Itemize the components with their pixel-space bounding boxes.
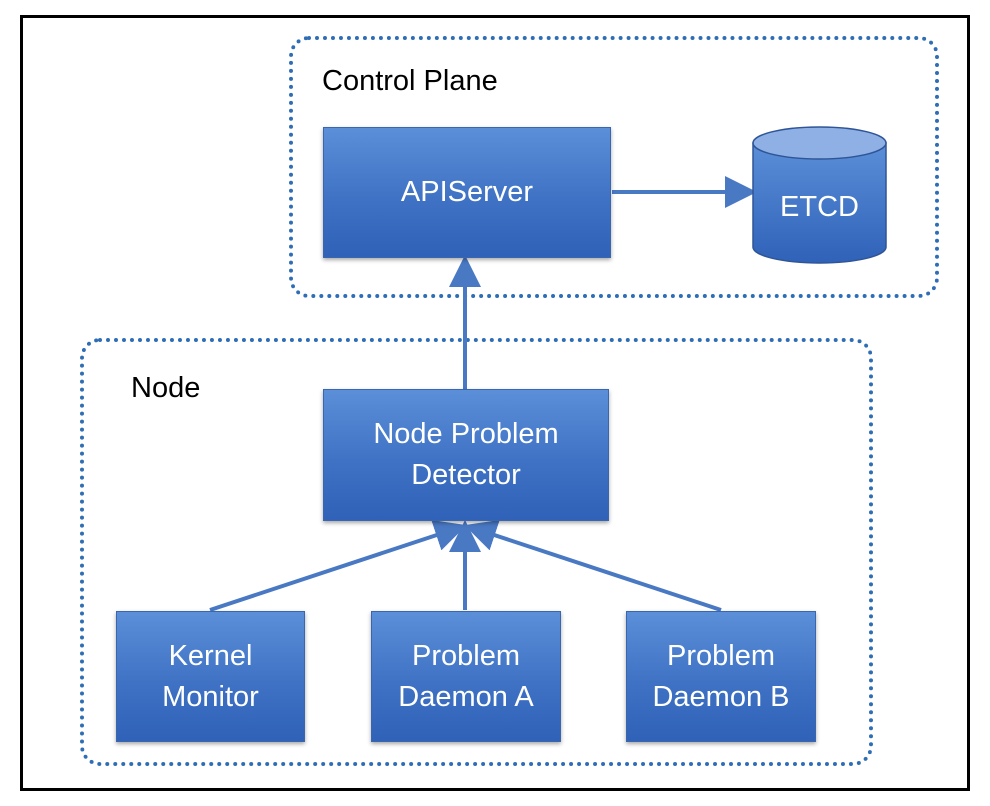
node-problem-detector-node: Node Problem Detector — [323, 389, 609, 521]
control-plane-label: Control Plane — [322, 65, 498, 97]
node-problem-detector-label-line-1: Node Problem — [373, 418, 559, 450]
node-problem-detector-label-line-2: Detector — [411, 459, 521, 491]
edge-kernel-monitor-to-npd — [209, 519, 467, 612]
problem-daemon-a-node: Problem Daemon A — [371, 611, 561, 742]
edge-daemon-b-to-npd — [464, 519, 722, 612]
control-plane-group — [289, 36, 939, 298]
kernel-monitor-label-line-1: Kernel — [168, 639, 253, 672]
apiserver-node: APIServer — [323, 127, 611, 258]
kernel-monitor-node: Kernel Monitor — [116, 611, 305, 742]
node-group — [80, 338, 873, 766]
problem-daemon-a-label-line-2: Daemon A — [398, 680, 534, 713]
problem-daemon-b-label-line-1: Problem — [667, 639, 775, 672]
kernel-monitor-label-line-2: Monitor — [162, 680, 259, 713]
node-group-label: Node — [131, 372, 201, 404]
apiserver-label: APIServer — [400, 176, 534, 208]
diagram-frame — [20, 15, 970, 791]
problem-daemon-b-node: Problem Daemon B — [626, 611, 816, 742]
problem-daemon-b-label-line-2: Daemon B — [652, 680, 790, 713]
etcd-label: ETCD — [780, 190, 859, 223]
problem-daemon-a-label-line-1: Problem — [412, 639, 520, 672]
